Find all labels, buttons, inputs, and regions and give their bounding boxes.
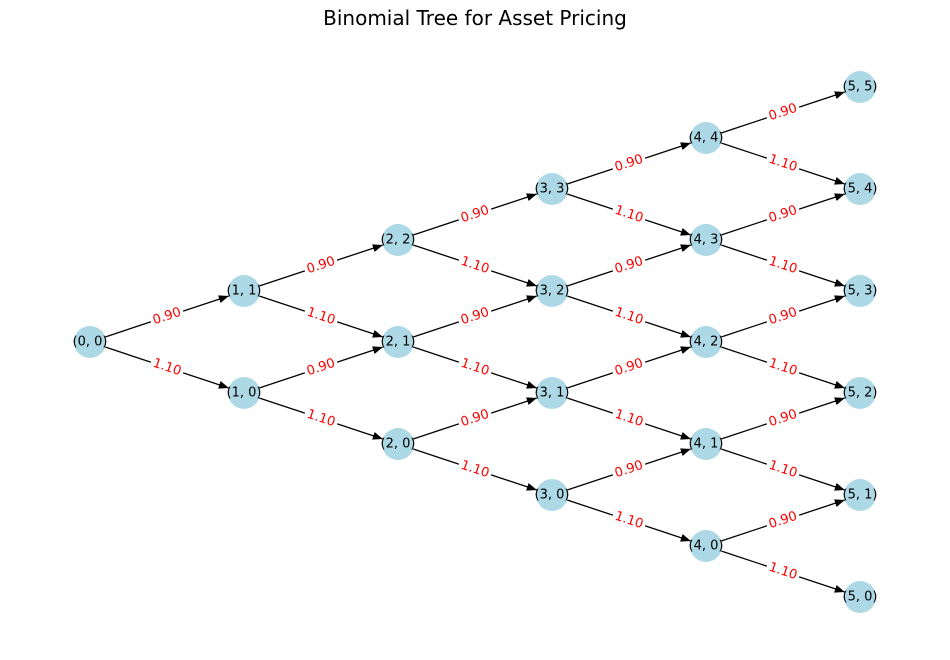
edge-label-background [764,303,802,330]
node-circle [844,173,876,205]
edge-label-background [764,150,802,177]
node-circle [844,71,876,103]
node-label: (5, 0) [843,590,878,605]
edge-label-background [610,456,648,483]
node-4-3: (4, 3) [689,224,724,256]
node-circle [844,581,876,613]
edge-label-background [764,99,802,126]
node-label: (5, 3) [843,284,878,299]
edge-label-background [456,303,494,330]
node-label: (3, 1) [535,386,570,401]
edge-label-background [764,252,802,279]
node-circle [690,326,722,358]
node-3-0: (3, 0) [535,479,570,511]
node-5-2: (5, 2) [843,377,878,409]
node-circle [228,377,260,409]
node-label: (0, 0) [73,335,108,350]
node-2-0: (2, 0) [381,428,416,460]
node-label: (1, 1) [227,284,262,299]
edge-label-background [764,558,802,585]
node-label: (4, 2) [689,335,724,350]
edge-label-background [456,252,494,279]
node-1-1: (1, 1) [227,275,262,307]
edge-label-background [610,252,648,279]
node-circle [844,275,876,307]
edge-label-background [610,354,648,381]
node-circle [382,224,414,256]
edge-label-background [456,201,494,228]
node-3-3: (3, 3) [535,173,570,205]
node-label: (3, 3) [535,182,570,197]
node-label: (2, 2) [381,233,416,248]
node-circle [536,173,568,205]
edge-label-background [302,303,340,330]
node-1-0: (1, 0) [227,377,262,409]
node-5-4: (5, 4) [843,173,878,205]
node-5-1: (5, 1) [843,479,878,511]
node-label: (3, 0) [535,488,570,503]
node-circle [228,275,260,307]
node-circle [690,530,722,562]
node-5-0: (5, 0) [843,581,878,613]
edge-label-background [302,354,340,381]
node-4-4: (4, 4) [689,122,724,154]
node-circle [844,479,876,511]
edge-label-background [302,405,340,432]
node-circle [382,326,414,358]
edge-label-background [456,405,494,432]
edge-label-background [764,354,802,381]
node-circle [690,122,722,154]
node-label: (4, 4) [689,131,724,146]
edge-label-background [148,354,186,381]
node-label: (4, 1) [689,437,724,452]
edge-label-background [610,405,648,432]
node-2-2: (2, 2) [381,224,416,256]
node-label: (4, 0) [689,539,724,554]
node-circle [536,275,568,307]
edge-label-background [610,150,648,177]
node-circle [382,428,414,460]
edge-label-background [764,507,802,534]
edge-label-background [610,507,648,534]
node-circle [690,428,722,460]
edge-label-background [148,303,186,330]
node-5-3: (5, 3) [843,275,878,307]
edge-label-background [764,405,802,432]
node-label: (5, 2) [843,386,878,401]
node-2-1: (2, 1) [381,326,416,358]
node-label: (1, 0) [227,386,262,401]
node-label: (5, 5) [843,80,878,95]
nodes-layer: (0, 0) (1, 1) (1, 0) (2, 2) (2, 1) (2, 0) (3, … [73,71,878,613]
node-circle [74,326,106,358]
node-circle [844,377,876,409]
edge-label-background [610,303,648,330]
node-0-0: (0, 0) [73,326,108,358]
edge-label-background [610,201,648,228]
edge-label-background [764,456,802,483]
node-label: (2, 1) [381,335,416,350]
edge-label-background [456,456,494,483]
node-circle [536,377,568,409]
node-5-5: (5, 5) [843,71,878,103]
node-4-2: (4, 2) [689,326,724,358]
node-label: (2, 0) [381,437,416,452]
node-label: (5, 4) [843,182,878,197]
node-4-1: (4, 1) [689,428,724,460]
node-circle [536,479,568,511]
edge-label-background [764,201,802,228]
edge-label-background [456,354,494,381]
node-3-1: (3, 1) [535,377,570,409]
node-label: (5, 1) [843,488,878,503]
node-label: (4, 3) [689,233,724,248]
edge-label-background [302,252,340,279]
node-3-2: (3, 2) [535,275,570,307]
node-circle [690,224,722,256]
node-4-0: (4, 0) [689,530,724,562]
diagram-title: Binomial Tree for Asset Pricing [323,6,627,30]
node-label: (3, 2) [535,284,570,299]
